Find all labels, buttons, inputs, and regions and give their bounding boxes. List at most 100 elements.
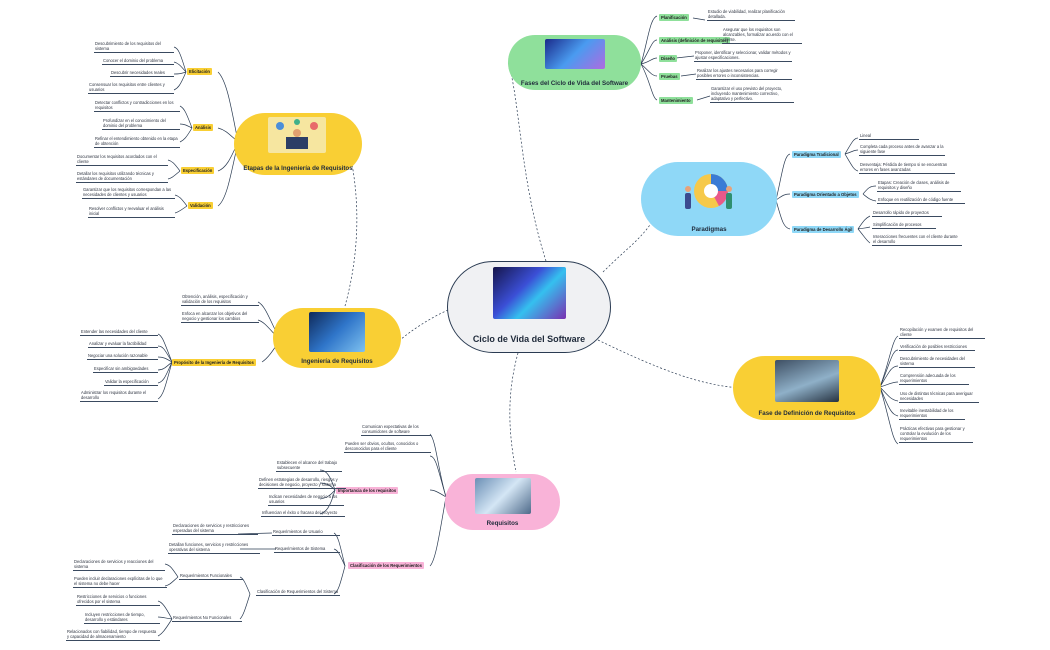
paradigmas-title: Paradigmas	[691, 225, 727, 233]
fases-node[interactable]: Fases del Ciclo de Vida del Software	[508, 35, 641, 90]
especificacion-leaf-2: Detallar los requisitos utilizando técni…	[76, 171, 168, 183]
definicion-leaf-1: Recopilación y examen de requisitos del …	[899, 327, 985, 339]
proposito-leaf-1: Entender las necesidades del cliente	[80, 329, 158, 336]
analisis-leaf-1: Detectar conflictos y contradicciones en…	[94, 100, 180, 112]
clas-sistema-label-no-funcionales[interactable]: Requerimientos No Funcionales	[172, 615, 242, 622]
funcionales-leaf-2: Pueden incluir declaraciones explícitas …	[73, 576, 167, 588]
importancia-leaf-2: Definen estrategias de desarrollo, riesg…	[258, 477, 346, 489]
etapas-label-validacion[interactable]: Validación	[188, 202, 213, 210]
elicitacion-leaf-1: Descubrimiento de los requisitos del sis…	[94, 41, 174, 53]
proposito-leaf-6: Administrar los requisitos durante el de…	[80, 390, 158, 402]
clasificacion-label-usuario[interactable]: Requerimientos de Usuario	[272, 529, 340, 536]
definicion-leaf-2: Verificación de posibles restricciones	[899, 344, 975, 351]
requisitos-label-clasificacion[interactable]: Clasificación de los Requerimientos	[348, 562, 424, 570]
ingenieria-node[interactable]: Ingeniería de Requisitos	[273, 308, 401, 368]
definicion-leaf-5: Uso de distintas técnicas para averiguar…	[899, 391, 979, 403]
validacion-leaf-1: Garantizar que los requisitos correspond…	[82, 187, 175, 199]
requisitos-leaf-2: Pueden ser obvios, ocultos, conocidos o …	[344, 441, 431, 453]
etapas-label-elicitacion[interactable]: Elicitación	[187, 68, 212, 76]
etapas-title: Etapas de la Ingeniería de Requisitos	[243, 164, 353, 172]
proposito-leaf-5: Validar la especificación	[104, 379, 158, 386]
proposito-leaf-2: Analizar y evaluar la factibilidad	[88, 341, 158, 348]
paradigma-leaf-agil-2: Simplificación de procesos	[872, 222, 936, 229]
no-funcionales-leaf-2: Incluyen restricciones de tiempo, desarr…	[84, 612, 160, 624]
sistema-leaf-1: Detallan funciones, servicios y restricc…	[168, 542, 260, 554]
elicitacion-leaf-3: Descubrir necesidades reales	[110, 70, 174, 77]
ingenieria-title: Ingeniería de Requisitos	[301, 357, 373, 365]
definicion-leaf-7: Prácticas efectivas para gestionar y con…	[899, 426, 973, 443]
fases-label-pruebas[interactable]: Pruebas	[659, 73, 680, 81]
paradigma-leaf-agil-3: Interacciones frecuentes con el cliente …	[872, 234, 962, 246]
analisis-leaf-2: Profundizar en el conocimiento del domin…	[102, 118, 180, 130]
no-funcionales-leaf-1: Restricciones de servicios o funciones o…	[76, 594, 160, 606]
link-center-requisitos	[509, 352, 519, 473]
center-node[interactable]: Ciclo de Vida del Software	[447, 261, 611, 353]
link-center-fases	[507, 61, 547, 262]
paradigma-leaf-tradicional-1: Lineal	[859, 133, 919, 140]
ingenieria-image	[309, 312, 365, 352]
link-center-paradigmas	[602, 221, 653, 273]
definicion-leaf-3: Descubrimiento de necesidades del sistem…	[899, 356, 975, 368]
validacion-leaf-2: Resolver conflictos y reevaluar el análi…	[88, 206, 175, 218]
fases-label-mantenimiento[interactable]: Mantenimiento	[659, 97, 693, 105]
paradigma-leaf-tradicional-3: Desventaja: Pérdida de tiempo si se encu…	[859, 162, 955, 174]
paradigma-label-objetos[interactable]: Paradigma Orientado a Objetos	[792, 191, 859, 199]
funcionales-leaf-1: Declaraciones de servicios y reacciones …	[73, 559, 165, 571]
fases-leaf-diseno: Proponer, identificar y seleccionar, val…	[694, 50, 792, 62]
paradigma-leaf-tradicional-2: Completa cada proceso antes de avanzar a…	[859, 144, 945, 156]
fases-label-analisis[interactable]: Análisis (definición de requisitos)	[659, 37, 731, 45]
definicion-leaf-4: Comprensión adecuada de los requerimient…	[899, 373, 969, 385]
ingenieria-label-proposito[interactable]: Propósito de la Ingeniería de Requisitos	[172, 359, 256, 367]
elicitacion-leaf-4: Consensuar los requisitos entre clientes…	[88, 82, 174, 94]
paradigma-label-tradicional[interactable]: Paradigma Tradicional	[792, 151, 841, 159]
fases-leaf-mantenimiento: Garantizar el uso previsto del proyecto,…	[710, 86, 794, 103]
definicion-leaf-6: Inevitable inestabilidad de los requerim…	[899, 408, 965, 420]
fase-definicion-node[interactable]: Fase de Definición de Requisitos	[733, 356, 881, 420]
paradigma-leaf-objetos-2: Enfoque en reutilización de código fuent…	[877, 197, 965, 204]
requisitos-leaf-1: Comunican expectativas de los consumidor…	[361, 424, 431, 436]
requisitos-image	[475, 478, 531, 514]
ingenieria-leaf-2: Enfoca en alcanzar los objetivos del neg…	[181, 311, 259, 323]
importancia-leaf-3: Indican necesidades de negocio a los usu…	[268, 494, 344, 506]
fases-leaf-pruebas: Realizar los ajustes necesarios para cor…	[696, 68, 792, 80]
fases-image	[545, 39, 605, 69]
center-title: Ciclo de Vida del Software	[472, 333, 586, 344]
link-ingenieria-etapas	[344, 163, 358, 307]
fases-title: Fases del Ciclo de Vida del Software	[520, 79, 629, 87]
etapas-node[interactable]: Etapas de la Ingeniería de Requisitos	[234, 113, 362, 175]
etapas-label-especificacion[interactable]: Especificación	[181, 167, 215, 175]
analisis-leaf-3: Refinar el entendimiento obtenido en la …	[94, 136, 180, 148]
fases-leaf-analisis: Asegurar que los requisitos son alcanzab…	[722, 27, 802, 44]
proposito-leaf-4: Especificar sin ambigüedades	[93, 366, 158, 373]
paradigmas-illustration-icon	[685, 174, 732, 209]
fases-label-planificacion[interactable]: Planificación	[659, 14, 689, 22]
paradigma-leaf-objetos-1: Etapas: Creación de clases, análisis de …	[877, 180, 961, 192]
etapas-image	[268, 117, 326, 153]
paradigma-label-agil[interactable]: Paradigma de Desarrollo Ágil	[792, 226, 855, 234]
no-funcionales-leaf-3: Relacionados con fiabilidad, tiempo de r…	[66, 629, 160, 641]
usuario-leaf-1: Declaraciones de servicios y restriccion…	[172, 523, 258, 535]
requisitos-node[interactable]: Requisitos	[445, 474, 560, 530]
fase-definicion-image	[775, 360, 839, 402]
center-image	[493, 267, 566, 319]
clasificacion-label-sistema[interactable]: Requerimientos de Sistema	[274, 546, 340, 553]
elicitacion-leaf-2: Conocer el dominio del problema	[102, 58, 174, 65]
clasificacion-label-clas-sistema[interactable]: Clasificación de Requerimientos del Sist…	[256, 589, 340, 596]
requisitos-title: Requisitos	[486, 519, 519, 527]
etapas-label-analisis[interactable]: Análisis	[193, 124, 214, 132]
fases-leaf-planificacion: Estudio de viabilidad, realizar planific…	[707, 9, 795, 21]
fases-label-diseno[interactable]: Diseño	[659, 55, 677, 63]
importancia-leaf-1: Establecen el alcance del trabajo subsec…	[276, 460, 342, 472]
proposito-leaf-3: Negociar una solución razonable	[87, 353, 158, 360]
requisitos-label-importancia[interactable]: Importancia de los requisitos	[336, 487, 399, 495]
etapas-illustration-icon	[276, 119, 318, 149]
clas-sistema-label-funcionales[interactable]: Requerimientos Funcionales	[179, 573, 243, 580]
paradigma-leaf-agil-1: Desarrollo rápido de proyectos	[872, 210, 942, 217]
link-center-ingenieria	[399, 309, 449, 341]
importancia-leaf-4: Influencian el éxito o fracaso del proye…	[261, 510, 345, 517]
especificacion-leaf-1: Documentar los requisitos acordados con …	[76, 154, 168, 166]
fase-definicion-title: Fase de Definición de Requisitos	[758, 409, 856, 417]
ingenieria-leaf-1: Obtención, análisis, especificación y va…	[181, 294, 259, 306]
paradigmas-node[interactable]: Paradigmas	[641, 162, 777, 236]
